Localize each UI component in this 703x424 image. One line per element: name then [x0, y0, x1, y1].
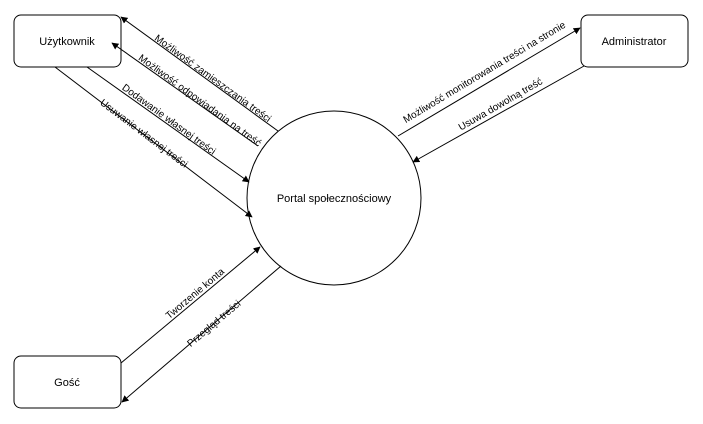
edge-tworzenie-konta [120, 246, 261, 364]
node-uzytkownik-label: Użytkownik [39, 36, 95, 48]
edge-mozliwosc-zamieszczania [120, 16, 279, 132]
node-administrator [580, 14, 689, 68]
edge-mozliwosc-odpowiadania [111, 42, 259, 147]
node-portal [246, 110, 422, 286]
edge-mozliwosc-monitorowania [397, 27, 581, 137]
node-administrator-label: Administrator [602, 36, 667, 48]
edge-usuwanie-wlasnej [54, 66, 253, 218]
node-uzytkownik [13, 14, 122, 68]
node-gosc-label: Gość [54, 377, 80, 389]
edge-dodawanie-wlasnej [86, 66, 250, 183]
edge-przeglad-tresci [121, 265, 282, 403]
edge-label-przeglad-tresci: Przegląd treści [186, 299, 244, 350]
node-portal-label: Portal społecznościowy [277, 193, 392, 205]
node-gosc [13, 355, 122, 409]
edge-usuwa-dowolna [412, 65, 585, 163]
